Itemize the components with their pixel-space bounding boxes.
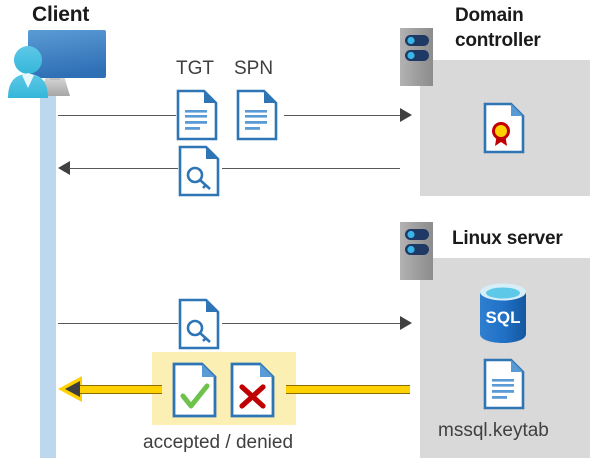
tgt-label: TGT xyxy=(176,58,214,79)
domain-controller-title-line2: controller xyxy=(455,30,541,51)
domain-controller-title-line1: Domain xyxy=(455,5,524,26)
flow-tgt-spn-line-right xyxy=(284,115,400,116)
client-lifeline xyxy=(40,93,56,458)
tgt-document-icon xyxy=(176,89,218,141)
flow-auth-result-line-right xyxy=(286,385,410,394)
flow-ticket-line-right xyxy=(222,168,400,169)
sql-icon-text: SQL xyxy=(486,308,521,327)
service-request-document-key-icon xyxy=(178,298,220,350)
auth-result-caption: accepted / denied xyxy=(143,432,294,453)
flow-tgt-spn-arrowhead xyxy=(400,108,412,122)
certificate-document-icon xyxy=(483,102,525,154)
flow-ticket-line-left xyxy=(69,168,178,169)
denied-document-cross-icon xyxy=(230,362,275,418)
flow-service-request-arrowhead xyxy=(400,316,412,330)
sql-database-icon: SQL xyxy=(476,282,530,344)
spn-label: SPN xyxy=(234,58,274,79)
flow-tgt-spn-line-left xyxy=(58,115,176,116)
keytab-filename-label: mssql.keytab xyxy=(438,420,549,441)
flow-ticket-arrowhead xyxy=(58,161,70,175)
ticket-document-key-icon xyxy=(178,145,220,197)
client-workstation-icon xyxy=(6,26,110,98)
domain-controller-title: Domain controller xyxy=(455,3,595,53)
domain-controller-server-icon xyxy=(400,28,433,86)
spn-document-icon xyxy=(236,89,278,141)
keytab-document-icon xyxy=(483,358,525,410)
client-title: Client xyxy=(32,3,90,26)
flow-service-request-line-right xyxy=(222,323,400,324)
linux-server-title: Linux server xyxy=(452,228,563,249)
linux-server-icon xyxy=(400,222,433,280)
accepted-document-check-icon xyxy=(172,362,217,418)
flow-auth-result-line-left xyxy=(80,385,162,394)
flow-service-request-line-left xyxy=(58,323,178,324)
flow-auth-result-arrowhead xyxy=(58,376,82,402)
